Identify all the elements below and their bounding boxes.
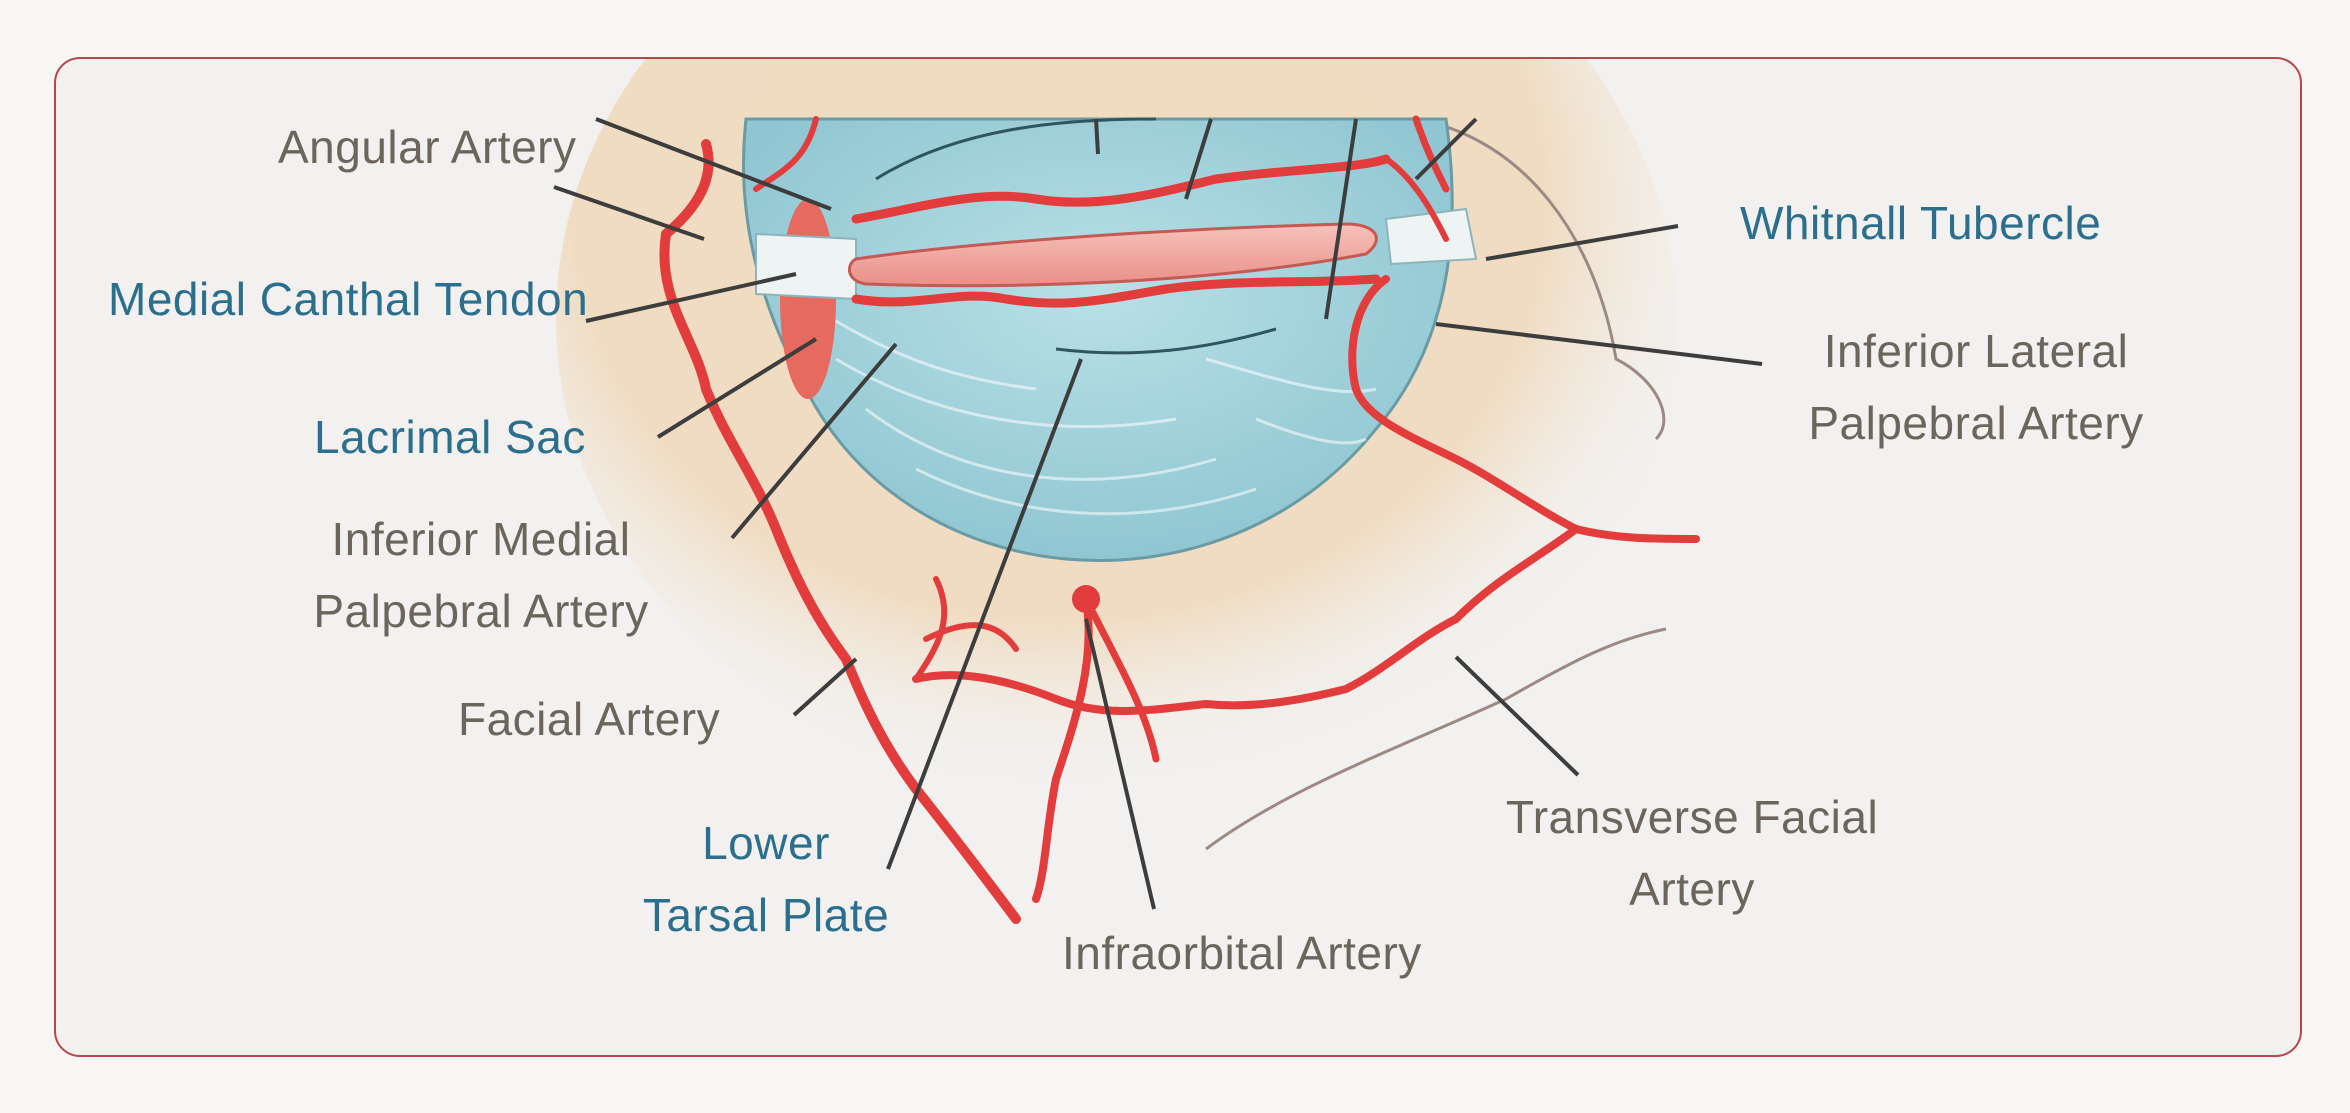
label-infraorbital-artery: Infraorbital Artery: [1062, 927, 1422, 979]
arteries: [659, 115, 1700, 924]
lacrimal-sac-shape: [780, 199, 836, 399]
label-inferior-lateral-line2: Palpebral Artery: [1808, 397, 2144, 449]
label-inferior-lateral-palpebral-artery: Inferior Lateral Palpebral Artery: [1786, 315, 2166, 459]
label-inferior-medial-palpebral-artery: Inferior Medial Palpebral Artery: [306, 503, 656, 647]
label-angular-artery: Angular Artery: [278, 121, 577, 173]
label-medial-canthal-tendon: Medial Canthal Tendon: [108, 273, 589, 325]
leader-lines: [553, 117, 1763, 910]
label-inferior-medial-line1: Inferior Medial: [331, 513, 631, 565]
label-lower-tarsal-line2: Tarsal Plate: [642, 889, 890, 941]
label-lower-tarsal-line1: Lower: [702, 817, 830, 869]
label-transverse-facial-line2: Artery: [1629, 863, 1755, 915]
label-transverse-facial-artery: Transverse Facial Artery: [1492, 781, 1892, 925]
label-transverse-facial-line1: Transverse Facial: [1505, 791, 1879, 843]
eye-anatomy-illustration: [553, 59, 1763, 924]
label-facial-artery: Facial Artery: [458, 693, 721, 745]
tarsal-plate-shape: [847, 222, 1378, 288]
diagram-frame: Angular Artery Medial Canthal Tendon Lac…: [54, 57, 2302, 1057]
label-lacrimal-sac: Lacrimal Sac: [314, 411, 586, 463]
label-inferior-medial-line2: Palpebral Artery: [313, 585, 649, 637]
label-inferior-lateral-line1: Inferior Lateral: [1823, 325, 2129, 377]
label-whitnall-tubercle: Whitnall Tubercle: [1740, 197, 2102, 249]
label-lower-tarsal-plate: Lower Tarsal Plate: [636, 807, 896, 951]
